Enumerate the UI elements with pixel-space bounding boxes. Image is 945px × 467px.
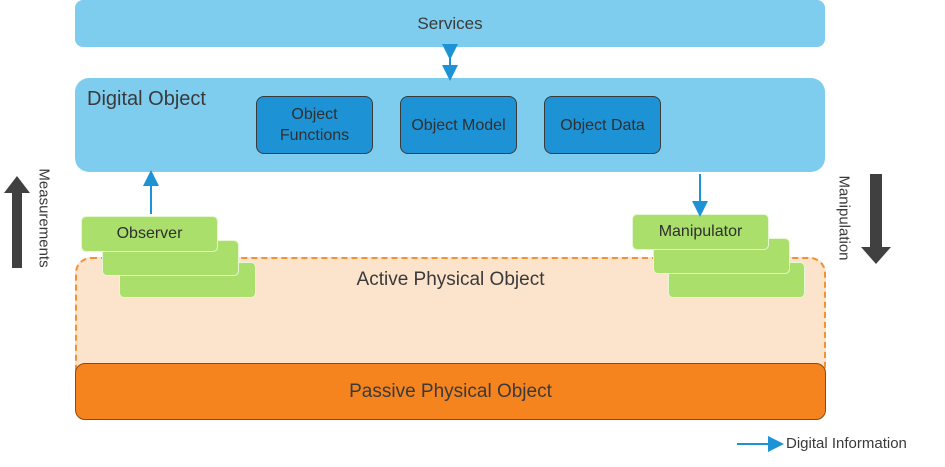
manipulator-card: Manipulator xyxy=(632,214,769,250)
active-physical-object-label: Active Physical Object xyxy=(356,269,545,290)
object-data-box: Object Data xyxy=(544,96,661,154)
services-box: Services xyxy=(75,0,825,47)
object-model-box: Object Model xyxy=(400,96,517,154)
manipulation-label: Manipulation xyxy=(835,175,853,261)
object-functions-label: Object Functions xyxy=(279,106,350,144)
services-label: Services xyxy=(417,13,483,33)
measurements-label: Measurements xyxy=(35,168,53,268)
object-functions-box: Object Functions xyxy=(256,96,373,154)
digital-object-title: Digital Object xyxy=(87,88,206,110)
observer-label: Observer xyxy=(116,225,183,242)
observer-card: Observer xyxy=(81,216,218,252)
passive-physical-object-label: Passive Physical Object xyxy=(349,380,552,402)
manipulator-label: Manipulator xyxy=(658,223,743,240)
measurements-arrow xyxy=(4,176,30,268)
object-data-label: Object Data xyxy=(560,116,645,134)
object-model-label: Object Model xyxy=(411,116,506,134)
manipulation-arrow xyxy=(861,174,891,264)
legend-label: Digital Information xyxy=(786,435,907,452)
passive-physical-object-box: Passive Physical Object xyxy=(75,363,826,420)
